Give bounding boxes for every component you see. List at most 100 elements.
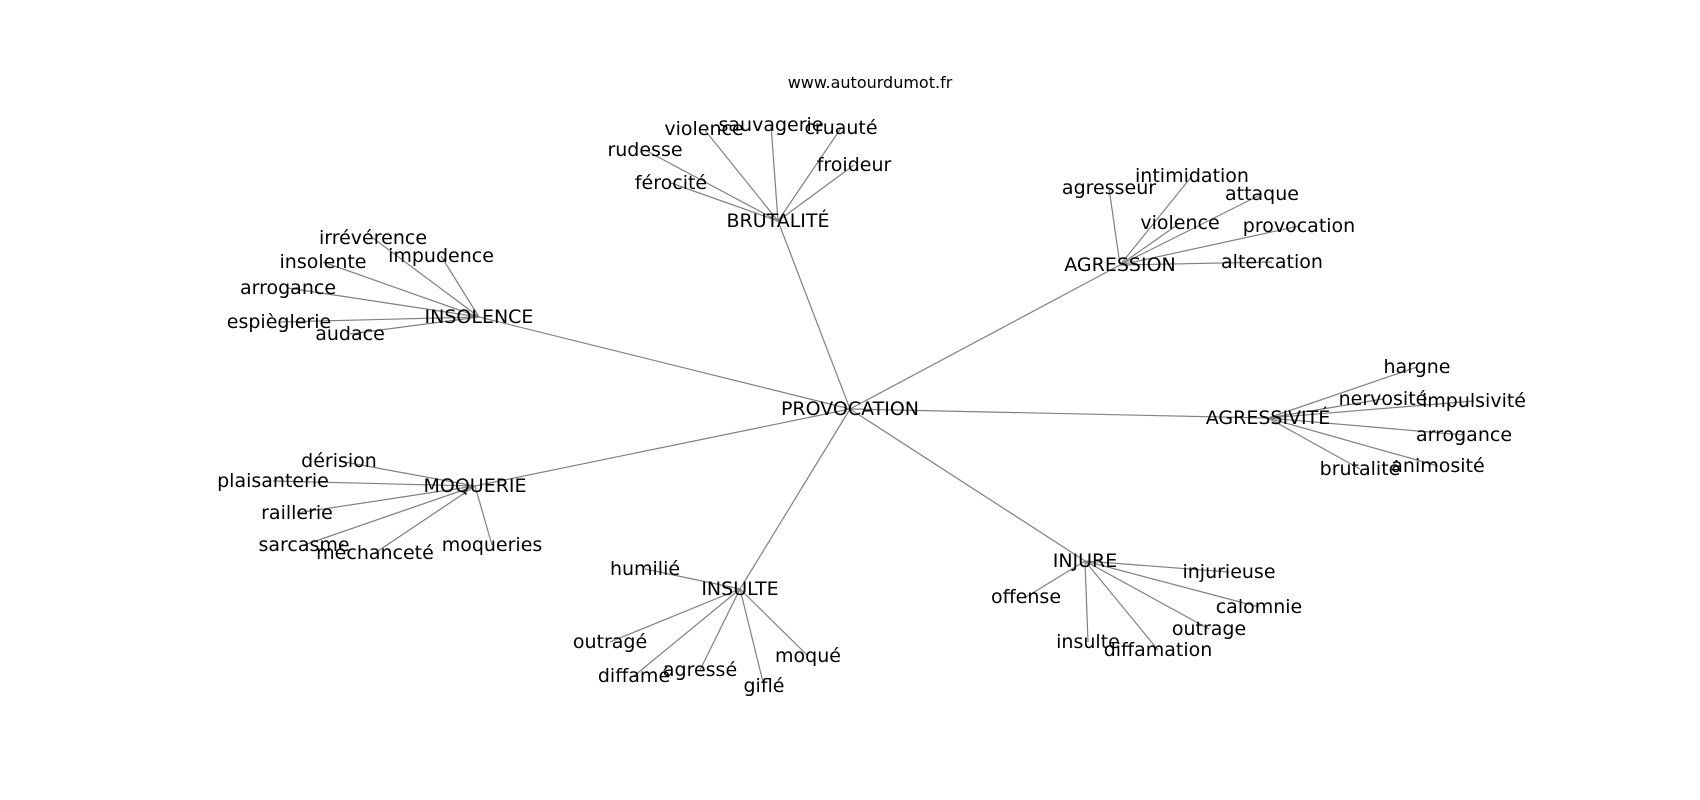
leaf-node: agressé <box>663 659 737 681</box>
edge-hub-5-leaf-5 <box>739 588 809 657</box>
leaf-node: nervosité <box>1339 388 1428 410</box>
leaf-node: brutalité <box>1320 458 1401 480</box>
edge-hub-2-leaf-3 <box>287 287 480 318</box>
edge-hub-5-leaf-2 <box>633 588 741 677</box>
edge-hub-4-leaf-0 <box>338 460 476 487</box>
edge-hub-5-leaf-1 <box>609 588 741 643</box>
edge-hub-1-leaf-4 <box>1119 225 1300 266</box>
edge-hub-6-leaf-4 <box>1084 560 1089 643</box>
leaf-node: impulsivité <box>1422 390 1526 412</box>
leaf-node: arrogance <box>1416 424 1512 446</box>
leaf-node: méchanceté <box>316 542 434 564</box>
leaf-node: hargne <box>1384 356 1451 378</box>
edge-center-to-6 <box>849 408 1086 562</box>
leaf-node: animosité <box>1391 455 1484 477</box>
edge-hub-3-leaf-3 <box>1267 417 1465 436</box>
edge-hub-0-leaf-4 <box>777 164 855 222</box>
edge-hub-2-leaf-1 <box>440 255 480 318</box>
edge-hub-3-leaf-2 <box>1267 400 1475 419</box>
leaf-node: moqueries <box>442 534 543 556</box>
edge-hub-2-leaf-2 <box>322 261 480 318</box>
leaf-node: froideur <box>817 154 892 176</box>
leaf-node: espièglerie <box>227 311 331 333</box>
leaf-node: moqué <box>775 645 841 667</box>
edge-hub-0-leaf-2 <box>777 127 842 222</box>
edge-hub-3-leaf-1 <box>1267 398 1384 419</box>
edge-hub-5-leaf-4 <box>739 588 765 687</box>
edge-hub-6-leaf-5 <box>1084 560 1159 651</box>
edge-center-to-0 <box>777 220 851 410</box>
leaf-node: agresseur <box>1062 177 1156 199</box>
leaf-node: cruauté <box>804 117 877 139</box>
edge-hub-3-leaf-0 <box>1267 366 1418 419</box>
edge-center-to-5 <box>739 408 851 590</box>
hub-node: AGRESSION <box>1064 254 1176 276</box>
leaf-node: raillerie <box>261 502 333 524</box>
leaf-node: sarcasme <box>258 534 349 556</box>
leaf-node: outragé <box>573 631 647 653</box>
site-url: www.autourdumot.fr <box>788 73 953 92</box>
leaf-node: humilié <box>610 558 680 580</box>
leaf-node: dérision <box>301 450 377 472</box>
edge-hub-0-leaf-3 <box>644 149 779 222</box>
leaf-node: attaque <box>1225 183 1299 205</box>
edge-hub-4-leaf-1 <box>272 480 476 487</box>
leaf-node: offense <box>991 586 1061 608</box>
edge-hub-3-leaf-4 <box>1267 417 1439 467</box>
leaf-node: irrévérence <box>319 227 427 249</box>
edge-hub-6-leaf-1 <box>1025 560 1086 598</box>
hub-node: AGRESSIVITÉ <box>1206 406 1331 429</box>
edge-hub-4-leaf-3 <box>303 485 476 546</box>
leaf-node: rudesse <box>607 139 682 161</box>
edge-hub-6-leaf-0 <box>1084 560 1230 573</box>
edge-hub-6-leaf-3 <box>1084 560 1210 630</box>
leaf-node: diffamation <box>1104 639 1213 661</box>
hub-node: BRUTALITÉ <box>726 209 829 232</box>
edge-hub-0-leaf-1 <box>770 124 779 222</box>
leaf-node: outrage <box>1172 618 1246 640</box>
edge-hub-3-leaf-5 <box>1267 417 1361 470</box>
edge-hub-1-leaf-5 <box>1119 261 1273 266</box>
edge-center-to-4 <box>474 408 851 487</box>
leaf-node: violence <box>664 118 743 140</box>
edge-center-to-1 <box>849 264 1121 410</box>
leaf-node: injurieuse <box>1182 561 1275 583</box>
edge-hub-0-leaf-0 <box>703 128 779 222</box>
hub-node: INSULTE <box>701 578 778 600</box>
edge-hub-2-leaf-0 <box>372 237 480 318</box>
hub-node: INJURE <box>1053 550 1118 572</box>
leaf-node: insulte <box>1056 631 1120 653</box>
edge-hub-1-leaf-1 <box>1108 187 1121 266</box>
label-layer: PROVOCATIONBRUTALITÉviolencesauvageriecr… <box>217 114 1526 697</box>
edge-hub-4-leaf-5 <box>474 485 493 546</box>
edge-hub-0-leaf-5 <box>670 182 779 222</box>
edge-hub-2-leaf-5 <box>349 316 480 335</box>
leaf-node: giflé <box>744 675 785 697</box>
edge-center-to-2 <box>478 316 851 410</box>
leaf-node: férocité <box>635 172 707 194</box>
leaf-node: plaisanterie <box>217 470 329 492</box>
leaf-node: provocation <box>1243 215 1355 237</box>
leaf-node: impudence <box>388 245 494 267</box>
leaf-node: violence <box>1140 212 1219 234</box>
edge-hub-1-leaf-0 <box>1119 175 1193 266</box>
hub-node: MOQUERIE <box>423 475 526 497</box>
leaf-node: audace <box>315 323 385 345</box>
leaf-node: altercation <box>1221 251 1323 273</box>
leaf-node: insolente <box>280 251 367 273</box>
leaf-node: calomnie <box>1216 596 1303 618</box>
edge-hub-5-leaf-3 <box>699 588 741 671</box>
edge-hub-4-leaf-4 <box>374 485 476 554</box>
edge-hub-2-leaf-4 <box>278 316 480 323</box>
hub-node: INSOLENCE <box>425 306 534 328</box>
center-node: PROVOCATION <box>781 398 919 420</box>
leaf-node: intimidation <box>1135 165 1249 187</box>
edge-layer <box>272 124 1475 687</box>
leaf-node: diffamé <box>598 665 670 687</box>
edge-hub-5-leaf-0 <box>644 568 741 590</box>
edge-hub-4-leaf-2 <box>296 485 476 514</box>
edge-hub-1-leaf-3 <box>1119 222 1181 266</box>
leaf-node: sauvagerie <box>718 114 823 136</box>
edge-hub-1-leaf-2 <box>1119 193 1263 266</box>
